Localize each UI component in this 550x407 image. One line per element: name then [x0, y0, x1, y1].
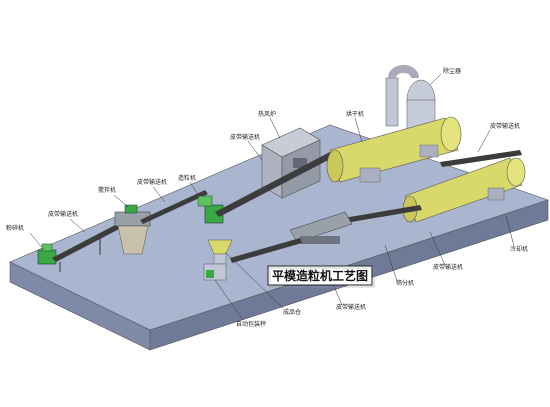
label-finished-bin: 成品仓 [283, 308, 301, 316]
label-crusher: 粉碎机 [6, 224, 24, 232]
label-cooler: 冷却机 [510, 245, 528, 253]
conveyor-finished [230, 238, 302, 263]
label-conveyor-right: 皮带输送机 [490, 122, 520, 130]
conveyor-top [215, 152, 334, 217]
packer-machine [203, 263, 227, 281]
cooler-drum [402, 157, 526, 223]
dryer-drum [326, 116, 462, 183]
label-dryer: 烘干机 [346, 110, 364, 118]
label-screener: 筛分机 [396, 279, 414, 287]
label-packer: 自动包装秤 [236, 320, 266, 328]
conveyor-mixer [140, 190, 208, 224]
label-hot-stove: 热风炉 [258, 110, 276, 118]
label-conveyor-mixer: 皮带输送机 [137, 178, 167, 186]
mixer-machine [114, 204, 151, 255]
conveyor-right [440, 150, 522, 167]
label-conveyor-bottom: 皮带输送机 [433, 263, 463, 271]
label-conveyor-finished: 皮带输送机 [336, 303, 366, 311]
screener-machine [289, 211, 353, 244]
crusher-machine [37, 243, 57, 265]
label-mixer: 搅拌机 [98, 186, 116, 194]
dust-collector [385, 65, 436, 131]
label-conveyor-top: 皮带输送机 [230, 133, 260, 141]
caption-text: 平模造粒机工艺图 [272, 268, 368, 283]
label-granulator: 造粒机 [178, 174, 196, 182]
label-dust-collector: 除尘器 [443, 67, 461, 75]
diagram-caption: 平模造粒机工艺图 [267, 265, 375, 288]
label-conveyor-left: 皮带输送机 [48, 210, 78, 218]
granulator-machine [197, 195, 224, 224]
leader-lines [29, 73, 515, 321]
